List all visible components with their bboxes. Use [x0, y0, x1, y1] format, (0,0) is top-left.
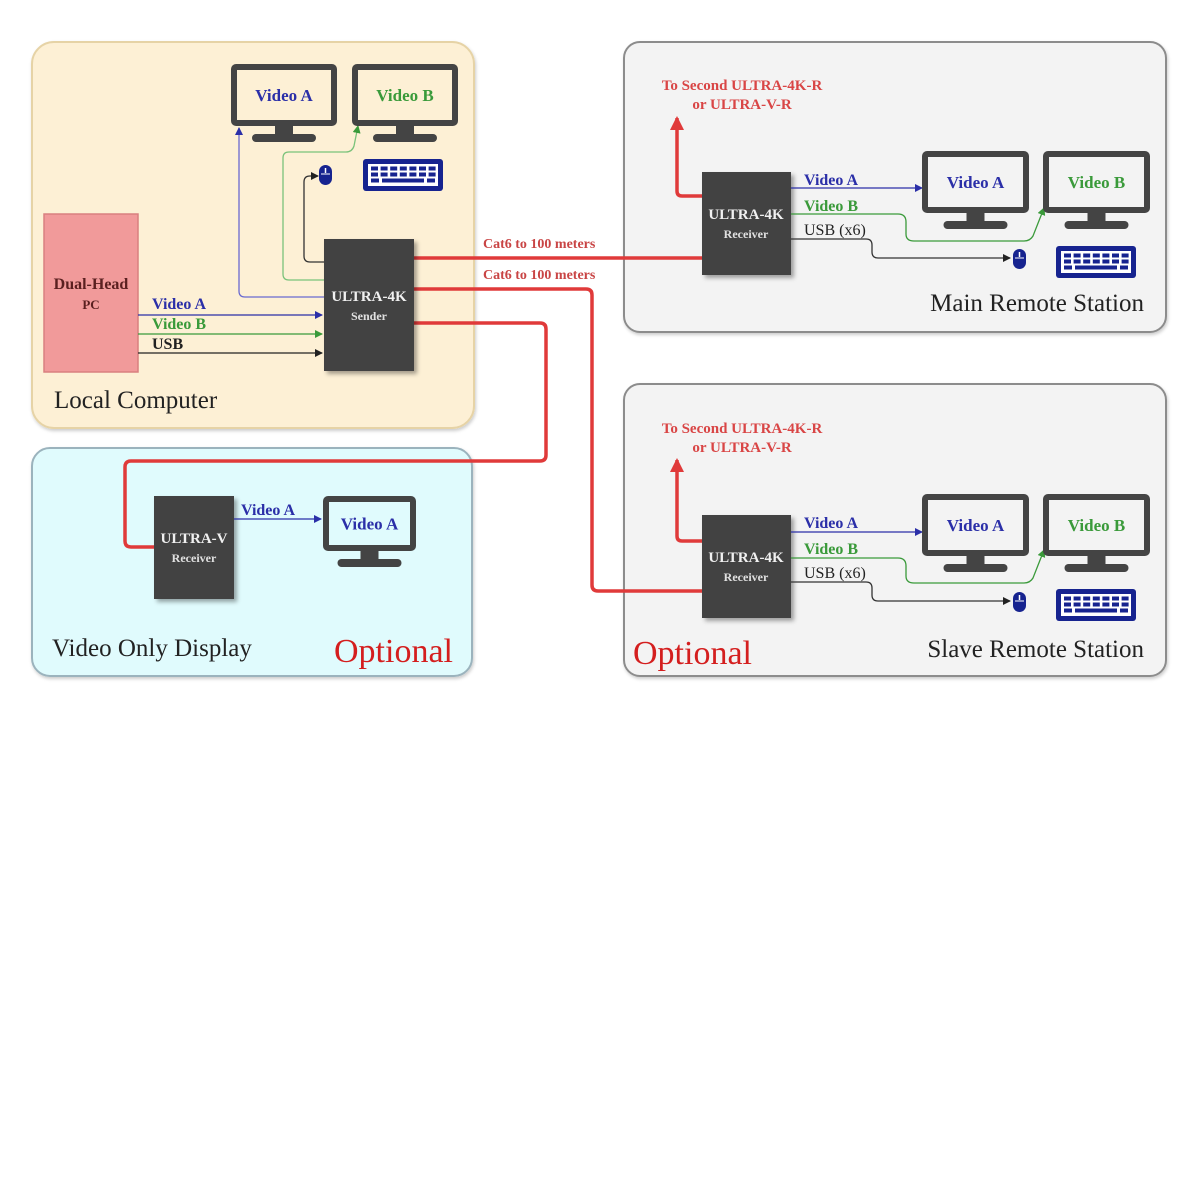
monitor-screen — [323, 496, 416, 551]
slave-receiver-label-line2: Receiver — [724, 570, 769, 584]
main-receiver-label-line1: ULTRA-4K — [708, 207, 784, 223]
monitor-screen — [231, 64, 337, 126]
monitor-label: Video A — [341, 515, 399, 534]
dual-head-pc: Dual-Head PC — [43, 213, 139, 373]
link-sender-usb — [303, 172, 324, 263]
main-forward-label-line1: To Second ULTRA-4K-R — [662, 78, 823, 94]
pc-label-line2: PC — [82, 297, 99, 312]
monitor-icon: Video A — [922, 151, 1029, 229]
monitor-label: Video B — [1068, 173, 1125, 192]
link-sender-video-a — [235, 127, 324, 298]
monitor-stand — [943, 564, 1008, 572]
pc-label-line1: Dual-Head — [54, 276, 129, 293]
monitor-screen — [922, 151, 1029, 213]
main-link-label-video-b: Video B — [804, 198, 858, 215]
video-only-panel — [31, 447, 473, 677]
monitor-screen — [1043, 151, 1150, 213]
link-label-usb: USB — [152, 336, 183, 353]
monitor-icon: Video A — [323, 496, 416, 567]
mouse-icon — [319, 165, 332, 185]
cable-to-slave-remote — [414, 287, 702, 593]
monitor-label: Video A — [255, 86, 313, 105]
cat6-cables — [123, 116, 702, 593]
monitor-icon: Video B — [1043, 494, 1150, 572]
ultra-v-label-line1: ULTRA-V — [161, 531, 228, 547]
monitor-stand — [252, 134, 316, 142]
cable-to-video-only — [123, 321, 548, 549]
monitor-icon: Video A — [922, 494, 1029, 572]
monitor-stand — [373, 134, 437, 142]
slave-ultra-4k-receiver: ULTRA-4K Receiver — [702, 515, 791, 618]
mouse-body — [319, 165, 332, 185]
link-label-video-b: Video B — [152, 316, 206, 333]
main-receiver-label-line2: Receiver — [724, 227, 769, 241]
main-link-label-video-a: Video A — [804, 172, 859, 189]
slave-link-video-b — [791, 549, 1046, 584]
link-label-video-a: Video A — [152, 296, 207, 313]
monitor-stand — [943, 221, 1008, 229]
slave-link-label-video-b: Video B — [804, 541, 858, 558]
video-only-title: Video Only Display — [52, 635, 252, 662]
main-ultra-4k-receiver: ULTRA-4K Receiver — [702, 172, 791, 275]
monitor-label: Video B — [1068, 516, 1125, 535]
main-link-video-b — [791, 207, 1046, 242]
monitor-neck — [966, 556, 985, 566]
slave-link-label-video-a: Video A — [804, 515, 859, 532]
monitor-neck — [966, 213, 985, 223]
monitor-icon: Video A — [231, 64, 337, 142]
forward-cable-slave — [670, 458, 702, 543]
monitor-stand — [337, 559, 402, 567]
main-link-usb — [791, 238, 1011, 262]
ultra-v-receiver: ULTRA-V Receiver — [154, 496, 234, 599]
main-forward-label-line2: or ULTRA-V-R — [692, 97, 791, 113]
local-computer-title: Local Computer — [54, 387, 218, 414]
cable-label-2: Cat6 to 100 meters — [483, 268, 596, 283]
keyboard-icon — [1056, 246, 1136, 278]
monitor-label: Video A — [947, 173, 1005, 192]
keyboard-icon — [363, 159, 443, 191]
forward-cable-main — [670, 116, 702, 198]
monitor-neck — [275, 126, 293, 136]
monitor-neck — [360, 551, 379, 561]
mouse-body — [1013, 592, 1026, 612]
monitor-neck — [1087, 213, 1106, 223]
monitor-label: Video B — [376, 86, 433, 105]
video-only-optional-label: Optional — [334, 633, 453, 670]
cable-label-1: Cat6 to 100 meters — [483, 237, 596, 252]
monitor-icon: Video B — [1043, 151, 1150, 229]
slave-link-label-usb: USB (x6) — [804, 565, 866, 582]
video-only-link-label: Video A — [241, 502, 296, 519]
slave-receiver-label-line1: ULTRA-4K — [708, 550, 784, 566]
sender-label-line1: ULTRA-4K — [331, 289, 407, 305]
monitor-neck — [396, 126, 414, 136]
ultra-v-label-line2: Receiver — [172, 551, 217, 565]
monitor-icon: Video B — [352, 64, 458, 142]
slave-optional-label: Optional — [633, 635, 752, 672]
monitor-screen — [352, 64, 458, 126]
mouse-body — [1013, 249, 1026, 269]
monitor-stand — [1064, 564, 1129, 572]
sender-label-line2: Sender — [351, 309, 388, 323]
monitor-screen — [922, 494, 1029, 556]
main-link-label-usb: USB (x6) — [804, 222, 866, 239]
monitor-label: Video A — [947, 516, 1005, 535]
ultra-4k-sender: ULTRA-4K Sender — [324, 239, 414, 371]
slave-forward-label-line2: or ULTRA-V-R — [692, 440, 791, 456]
keyboard-icon — [1056, 589, 1136, 621]
slave-link-usb — [791, 581, 1011, 605]
main-remote-title: Main Remote Station — [930, 290, 1144, 317]
mouse-icon — [1013, 592, 1026, 612]
monitor-stand — [1064, 221, 1129, 229]
monitor-screen — [1043, 494, 1150, 556]
slave-remote-title: Slave Remote Station — [927, 636, 1144, 663]
monitor-neck — [1087, 556, 1106, 566]
mouse-icon — [1013, 249, 1026, 269]
slave-forward-label-line1: To Second ULTRA-4K-R — [662, 421, 823, 437]
link-sender-video-b — [282, 125, 361, 281]
